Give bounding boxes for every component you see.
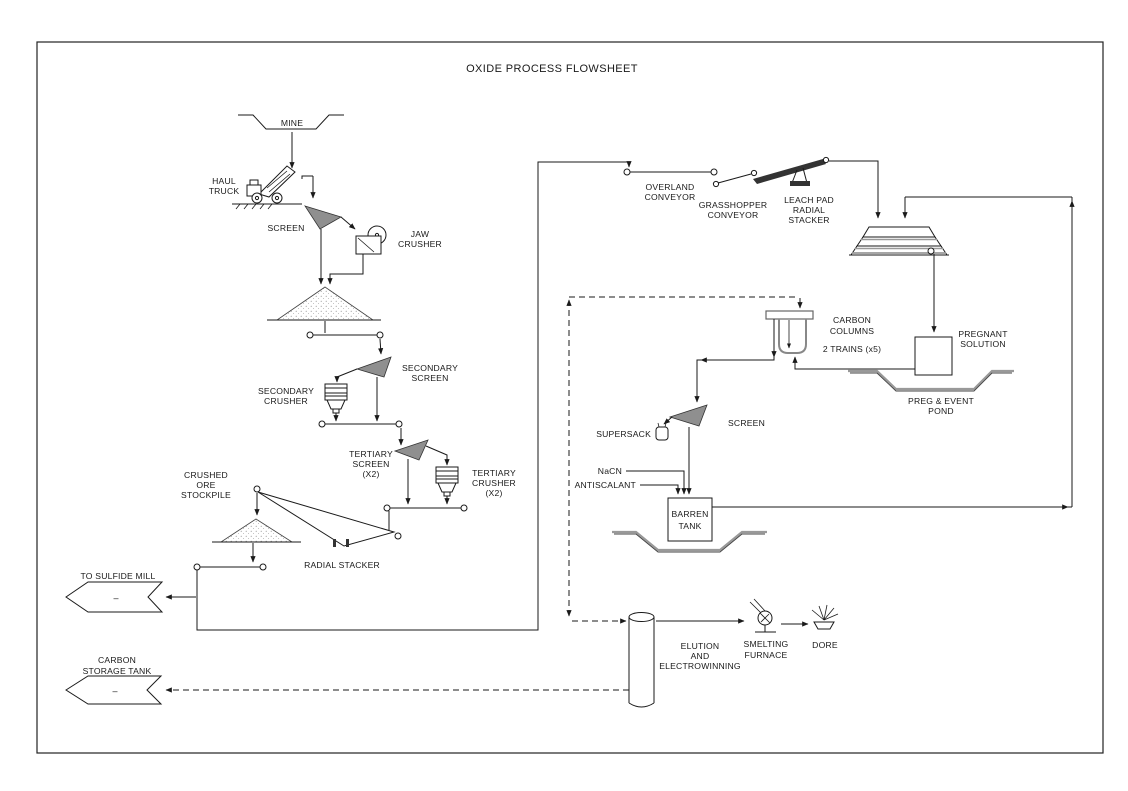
to-sulfide-mill-connector: – bbox=[65, 581, 164, 613]
secondary-crusher-label-1: SECONDARY bbox=[258, 386, 314, 396]
secondary-crusher-symbol bbox=[324, 368, 358, 422]
leach-pad-heap-symbol bbox=[849, 226, 949, 256]
overland-conveyor-symbol bbox=[623, 168, 718, 176]
nacn-label: NaCN bbox=[598, 466, 622, 476]
elution-label-3: ELECTROWINNING bbox=[659, 661, 741, 671]
mine-symbol: MINE bbox=[238, 114, 344, 169]
barren-tank-label-2: TANK bbox=[678, 521, 701, 531]
grizzly-screen-symbol bbox=[301, 175, 343, 230]
carbon-storage-tank-label-2: STORAGE TANK bbox=[83, 666, 152, 676]
crushed-ore-stockpile-label-2: ORE bbox=[196, 480, 215, 490]
crushed-ore-stockpile-label-3: STOCKPILE bbox=[181, 490, 231, 500]
grasshopper-conveyor-label-1: GRASSHOPPER bbox=[699, 200, 768, 210]
jaw-crusher-symbol bbox=[340, 216, 387, 255]
smelting-furnace-symbol bbox=[656, 598, 776, 633]
barren-tank-label-1: BARREN bbox=[671, 509, 708, 519]
stockpile-reclaim-conveyor bbox=[306, 331, 384, 355]
secondary-product-conveyor bbox=[318, 377, 404, 446]
tertiary-screen-symbol bbox=[393, 439, 429, 461]
mine-label: MINE bbox=[281, 118, 303, 128]
reclaim-transfer-line bbox=[165, 161, 632, 631]
tertiary-crusher-label-2: CRUSHER bbox=[472, 478, 516, 488]
pregnant-feed-line bbox=[792, 356, 915, 370]
carbon-columns-symbol bbox=[569, 296, 814, 403]
tertiary-screen-label-1: TERTIARY bbox=[349, 449, 393, 459]
preg-event-pond-label-1: PREG & EVENT bbox=[908, 396, 974, 406]
carbon-storage-tank-tag: – bbox=[112, 686, 117, 696]
leach-pad-stacker-label-3: STACKER bbox=[788, 215, 829, 225]
adr-screen-symbol bbox=[668, 404, 708, 427]
carbon-storage-tank-connector: – bbox=[65, 675, 163, 705]
carbon-transfer-dashed-lines bbox=[165, 299, 629, 693]
pregnant-solution-label-1: PREGNANT bbox=[958, 329, 1008, 339]
secondary-screen-label-1: SECONDARY bbox=[402, 363, 458, 373]
tertiary-product-conveyor bbox=[383, 459, 468, 530]
tertiary-crusher-label-3: (X2) bbox=[485, 488, 502, 498]
carbon-columns-label-3: 2 TRAINS (x5) bbox=[823, 344, 881, 354]
grasshopper-conveyor-label-2: CONVEYOR bbox=[708, 210, 759, 220]
haul-truck-label-2: TRUCK bbox=[209, 186, 240, 196]
smelting-furnace-label-1: SMELTING bbox=[744, 639, 789, 649]
preg-event-pond-symbol bbox=[848, 369, 1014, 392]
secondary-screen-symbol bbox=[355, 356, 392, 378]
carbon-columns-label-1: CARBON bbox=[833, 315, 871, 325]
dore-label: DORE bbox=[812, 640, 838, 650]
leach-pad-stacker-label-1: LEACH PAD bbox=[784, 195, 834, 205]
supersack-symbol bbox=[655, 416, 673, 441]
to-sulfide-mill-tag: – bbox=[113, 593, 118, 603]
secondary-screen-label-2: SCREEN bbox=[411, 373, 448, 383]
pregnant-solution-symbol bbox=[914, 254, 953, 376]
overland-conveyor-label-1: OVERLAND bbox=[646, 182, 695, 192]
tertiary-screen-label-2: SCREEN bbox=[352, 459, 389, 469]
haul-truck-symbol bbox=[232, 165, 302, 210]
crushed-ore-stockpile-symbol bbox=[212, 518, 301, 563]
leach-pad-radial-stacker-symbol bbox=[753, 156, 881, 219]
adr-screen-label: SCREEN bbox=[728, 418, 765, 428]
haul-truck-label-1: HAUL bbox=[212, 176, 236, 186]
tertiary-crusher-symbol bbox=[425, 445, 459, 505]
jaw-crusher-label-2: CRUSHER bbox=[398, 239, 442, 249]
carbon-storage-tank-label-1: CARBON bbox=[98, 655, 136, 665]
carbon-columns-label-2: COLUMNS bbox=[830, 326, 874, 336]
crushed-ore-stockpile-label-1: CRUSHED bbox=[184, 470, 228, 480]
pregnant-solution-label-2: SOLUTION bbox=[960, 339, 1006, 349]
crushed-reclaim-conveyor bbox=[193, 563, 267, 571]
barren-return-line bbox=[712, 196, 1075, 510]
grizzly-screen-label: SCREEN bbox=[267, 223, 304, 233]
overland-conveyor-label-2: CONVEYOR bbox=[645, 192, 696, 202]
jaw-crusher-label-1: JAW bbox=[411, 229, 430, 239]
elution-label-1: ELUTION bbox=[681, 641, 720, 651]
reagent-lines bbox=[626, 427, 692, 495]
stockpile-feed-lines bbox=[318, 229, 364, 285]
sheet-border bbox=[36, 41, 1104, 754]
radial-stacker-symbol bbox=[253, 485, 402, 547]
tertiary-screen-label-3: (X2) bbox=[362, 469, 379, 479]
elution-label-2: AND bbox=[691, 651, 710, 661]
grasshopper-conveyor-symbol bbox=[712, 169, 758, 188]
page-title: OXIDE PROCESS FLOWSHEET bbox=[466, 63, 638, 75]
leach-pad-stacker-label-2: RADIAL bbox=[793, 205, 825, 215]
secondary-crusher-label-2: CRUSHER bbox=[264, 396, 308, 406]
elution-column-symbol bbox=[628, 612, 655, 708]
preg-event-pond-label-2: POND bbox=[928, 406, 954, 416]
to-sulfide-mill-label: TO SULFIDE MILL bbox=[81, 571, 156, 581]
barren-tank-symbol bbox=[667, 497, 713, 542]
coarse-ore-stockpile-symbol bbox=[267, 286, 381, 333]
smelting-furnace-label-2: FURNACE bbox=[745, 650, 788, 660]
supersack-label: SUPERSACK bbox=[596, 429, 651, 439]
antiscalant-label: ANTISCALANT bbox=[575, 480, 637, 490]
dore-symbol bbox=[781, 604, 839, 630]
barren-pond-symbol bbox=[612, 530, 767, 553]
tertiary-crusher-label-1: TERTIARY bbox=[472, 468, 516, 478]
radial-stacker-label: RADIAL STACKER bbox=[304, 560, 380, 570]
